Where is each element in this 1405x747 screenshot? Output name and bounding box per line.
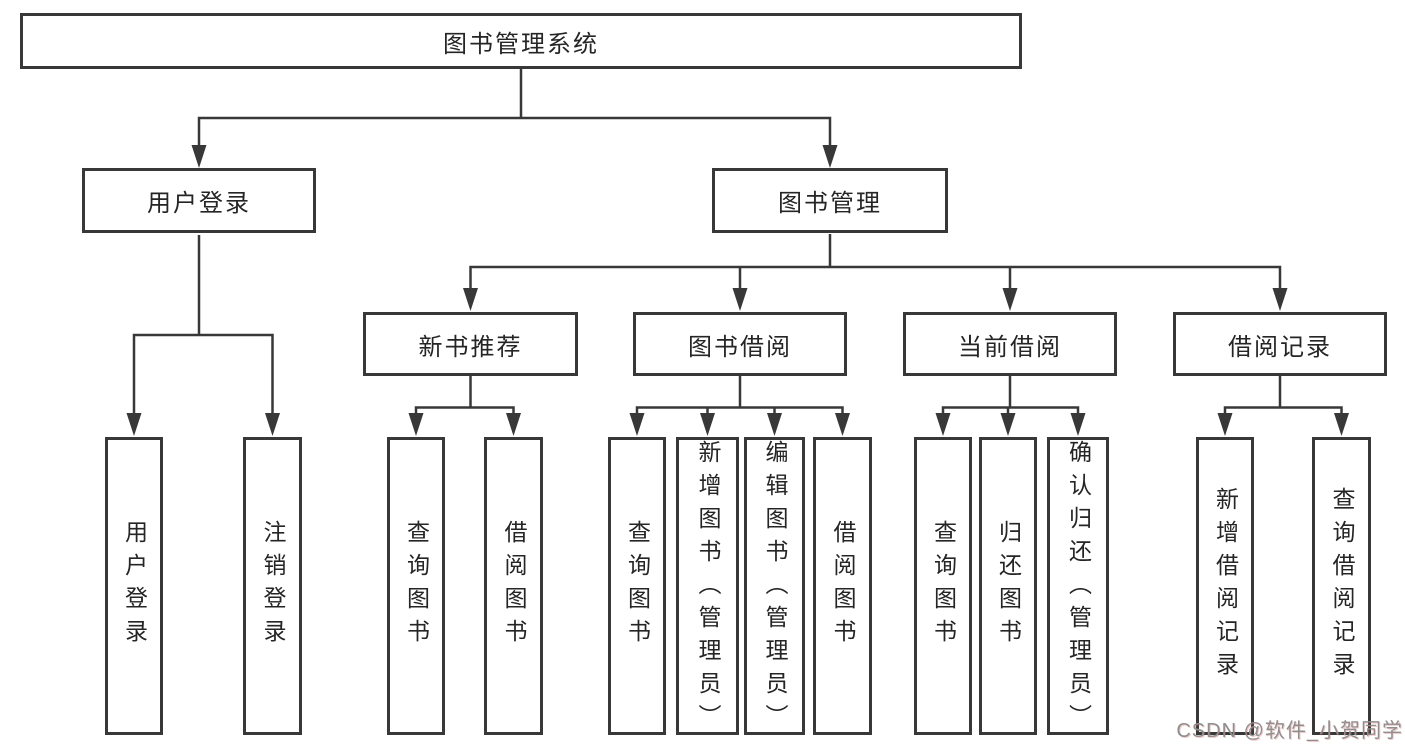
leaf-confirm-return-admin: 确认归还（管理员） xyxy=(1047,437,1109,737)
node-label: 图书管理系统 xyxy=(443,30,599,58)
leaf-label: 查询图书 xyxy=(624,520,651,652)
node-root-library-management-system: 图书管理系统 xyxy=(20,13,1022,69)
leaf-add-books-admin: 新增图书（管理员） xyxy=(676,437,739,737)
node-label: 用户登录 xyxy=(147,190,251,217)
leaf-return-books: 归还图书 xyxy=(979,437,1037,735)
leaf-label: 确认归还（管理员） xyxy=(1065,440,1092,737)
leaf-borrow-books-recommend: 借阅图书 xyxy=(484,437,543,735)
leaf-query-borrow-record: 查询借阅记录 xyxy=(1312,437,1371,735)
node-label: 当前借阅 xyxy=(958,333,1062,361)
node-user-login: 用户登录 xyxy=(82,168,316,233)
leaf-query-books-recommend: 查询图书 xyxy=(387,437,445,735)
leaf-query-books-borrow: 查询图书 xyxy=(608,437,666,735)
csdn-watermark: CSDN @软件_小贺同学 xyxy=(1176,720,1403,742)
leaf-label: 编辑图书（管理员） xyxy=(762,440,788,737)
leaf-borrow-books: 借阅图书 xyxy=(813,437,872,735)
node-current-borrow: 当前借阅 xyxy=(903,312,1117,376)
node-label: 借阅记录 xyxy=(1228,333,1332,361)
node-label: 新书推荐 xyxy=(418,333,523,361)
node-book-management: 图书管理 xyxy=(712,168,948,233)
node-book-borrow: 图书借阅 xyxy=(633,312,847,376)
leaf-label: 归还图书 xyxy=(995,520,1022,652)
leaf-label: 注销登录 xyxy=(260,520,286,652)
node-label: 图书管理 xyxy=(778,190,882,217)
leaf-label: 用户登录 xyxy=(121,520,148,652)
leaf-query-books-current: 查询图书 xyxy=(914,437,972,735)
leaf-add-borrow-record: 新增借阅记录 xyxy=(1196,437,1254,735)
leaf-label: 查询借阅记录 xyxy=(1329,487,1355,685)
leaf-label: 查询图书 xyxy=(403,520,430,652)
arrowhead-icons xyxy=(126,145,1349,436)
leaf-label: 新增图书（管理员） xyxy=(695,440,721,737)
leaf-user-login: 用户登录 xyxy=(105,437,163,735)
leaf-edit-books-admin: 编辑图书（管理员） xyxy=(744,437,805,737)
leaf-label: 借阅图书 xyxy=(501,520,527,652)
node-borrow-records: 借阅记录 xyxy=(1173,312,1387,376)
leaf-logout: 注销登录 xyxy=(243,437,302,735)
leaf-label: 新增借阅记录 xyxy=(1212,487,1239,685)
node-label: 图书借阅 xyxy=(688,333,792,361)
node-new-book-recommend: 新书推荐 xyxy=(363,312,578,376)
leaf-label: 查询图书 xyxy=(930,520,957,652)
leaf-label: 借阅图书 xyxy=(830,520,856,652)
